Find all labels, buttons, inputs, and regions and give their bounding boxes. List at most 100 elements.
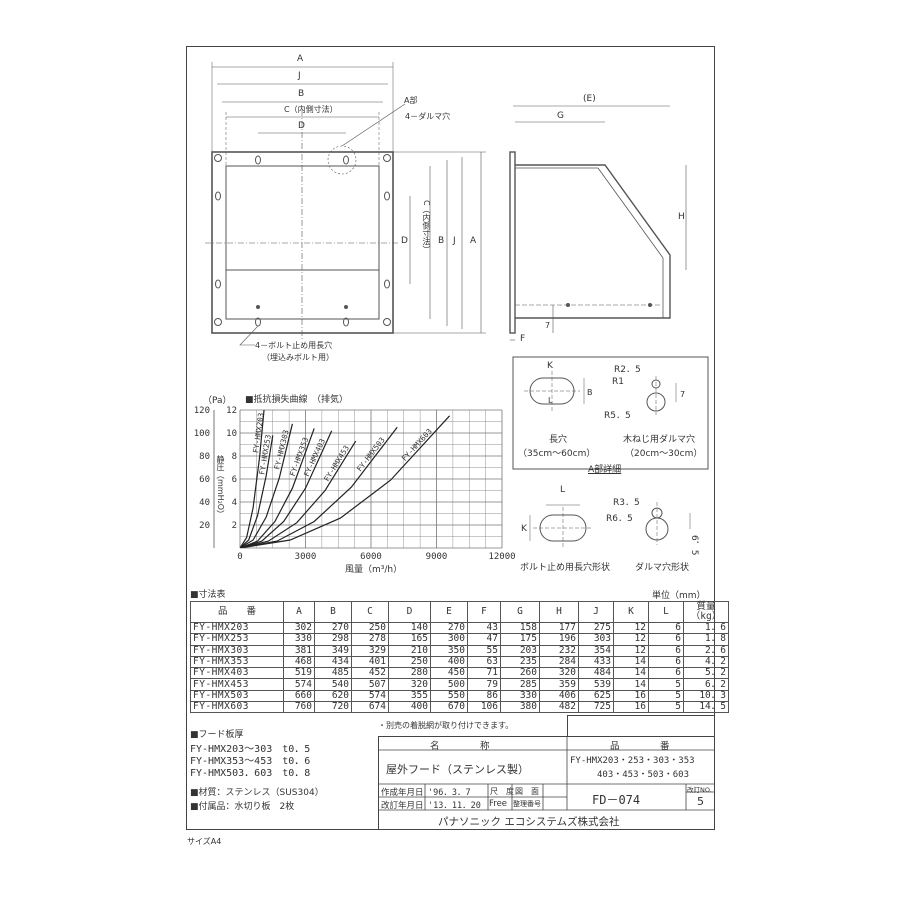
value-cell: 10．3	[683, 689, 729, 703]
value-cell: 484	[578, 667, 614, 680]
value-cell: 302	[283, 621, 315, 635]
value-cell: 355	[388, 689, 431, 703]
value-cell: 434	[314, 655, 352, 669]
vdim-c: C（内側寸法）	[422, 200, 431, 254]
chart-xlabel: 風量（m³/h）	[345, 565, 403, 575]
dim-label-b: B	[298, 89, 305, 99]
value-cell: 725	[578, 701, 614, 714]
value-cell: 298	[314, 633, 352, 646]
detail-seven: 7	[680, 390, 686, 399]
value-cell: 16	[613, 689, 649, 703]
value-cell: 406	[539, 689, 579, 703]
value-cell: 43	[467, 621, 501, 635]
value-cell: 250	[351, 621, 389, 635]
value-cell: 5	[648, 701, 684, 714]
value-cell: 196	[539, 633, 579, 646]
table-header-cell: C	[351, 601, 389, 623]
value-cell: 400	[430, 655, 468, 669]
value-cell: 14	[613, 655, 649, 669]
tb-scale-label: 尺 度	[490, 787, 514, 796]
value-cell: 16	[613, 701, 649, 714]
value-cell: 450	[430, 667, 468, 680]
value-cell: 660	[283, 689, 315, 703]
vdim-j: J	[453, 236, 456, 246]
value-cell: 550	[430, 689, 468, 703]
detail-slot-range: （35cm～60cm）	[518, 449, 596, 459]
detail-slot-b: B	[587, 388, 593, 397]
value-cell: 519	[283, 667, 315, 680]
part-a-label: A部	[404, 96, 418, 105]
value-cell: 359	[539, 678, 579, 691]
value-cell: 165	[388, 633, 431, 646]
value-cell: 320	[539, 667, 579, 680]
table-unit: 単位（mm）	[652, 591, 706, 601]
value-cell: 5	[648, 689, 684, 703]
value-cell: 47	[467, 633, 501, 646]
tb-revised-date: '13．11．20	[428, 801, 481, 811]
detail-daruma-range: （20cm～30cm）	[625, 449, 703, 459]
detail-daruma-label: 木ねじ用ダルマ穴	[623, 435, 696, 445]
value-cell: 270	[314, 621, 352, 635]
value-cell: 86	[467, 689, 501, 703]
value-cell: 1．6	[683, 621, 729, 635]
table-header-cell: A	[283, 601, 315, 623]
detail-r1: R1	[612, 377, 624, 387]
value-cell: 452	[351, 667, 389, 680]
bolt-note-2: （埋込みボルト用）	[262, 353, 334, 362]
detail-slot-label: 長穴	[549, 435, 568, 445]
bolt-note-1: 4－ボルト止め用長穴	[255, 341, 333, 350]
value-cell: 330	[283, 633, 315, 646]
side-dim-h: H	[678, 212, 685, 222]
value-cell: 12	[613, 644, 649, 657]
value-cell: 507	[351, 678, 389, 691]
model-cell: FY-HMX403	[190, 667, 284, 680]
value-cell: 55	[467, 644, 501, 657]
value-cell: 540	[314, 678, 352, 691]
value-cell: 6．2	[683, 678, 729, 691]
model-cell: FY-HMX503	[190, 689, 284, 703]
model-cell: FY-HMX353	[190, 655, 284, 669]
chart-title: ■抵抗損失曲線 （排気）	[245, 395, 349, 405]
value-cell: 6	[648, 644, 684, 657]
table-header-cell: H	[539, 601, 579, 623]
value-cell: 320	[388, 678, 431, 691]
value-cell: 285	[500, 678, 540, 691]
value-cell: 760	[283, 701, 315, 714]
value-cell: 1．8	[683, 633, 729, 646]
value-cell: 349	[314, 644, 352, 657]
side-dim-g: G	[557, 111, 564, 121]
value-cell: 300	[430, 633, 468, 646]
tb-rev-label: 改訂NO.	[687, 786, 712, 794]
thickness-line-1: FY-HMX203～303 t0．5	[190, 744, 311, 755]
vdim-a: A	[470, 236, 477, 246]
value-cell: 720	[314, 701, 352, 714]
detail-bolt-l: L	[560, 485, 566, 495]
model-cell: FY-HMX453	[190, 678, 284, 691]
value-cell: 329	[351, 644, 389, 657]
value-cell: 270	[430, 621, 468, 635]
material-note: ■材質：ステンレス（SUS304）	[190, 788, 324, 798]
detail-r65: R6．5	[606, 514, 633, 524]
tb-created-date: '96．3．7	[428, 788, 471, 798]
dim-label-j: J	[298, 71, 301, 81]
side-dim-f: F	[520, 334, 526, 344]
value-cell: 303	[578, 633, 614, 646]
value-cell: 175	[500, 633, 540, 646]
value-cell: 235	[500, 655, 540, 669]
value-cell: 674	[351, 701, 389, 714]
value-cell: 401	[351, 655, 389, 669]
value-cell: 433	[578, 655, 614, 669]
detail-slot-k: K	[547, 361, 553, 371]
detail-daruma2-label: ダルマ穴形状	[635, 563, 690, 573]
tb-drawing-label: 図 面	[515, 787, 539, 796]
value-cell: 158	[500, 621, 540, 635]
value-cell: 5	[648, 678, 684, 691]
value-cell: 400	[388, 701, 431, 714]
tb-name-header: 名 称	[430, 741, 493, 752]
value-cell: 354	[578, 644, 614, 657]
value-cell: 140	[388, 621, 431, 635]
tb-ref-label: 整理番号	[513, 800, 541, 808]
